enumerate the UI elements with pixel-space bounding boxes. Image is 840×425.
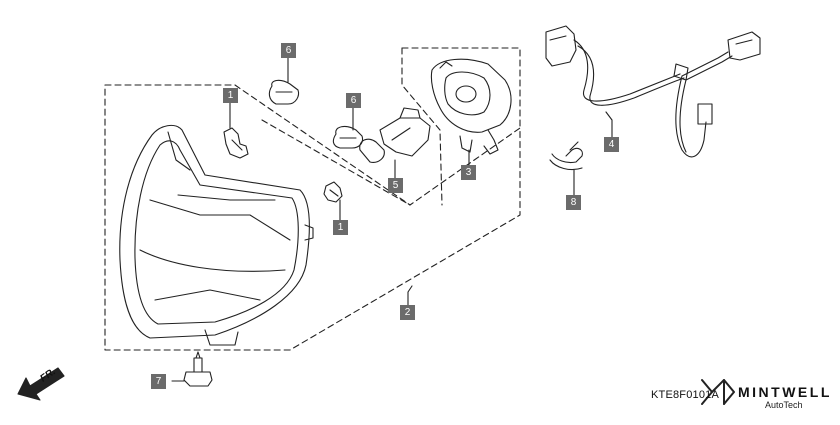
callout-6-left: 6 — [281, 43, 296, 58]
socket-outline-3b — [401, 47, 443, 206]
callout-6-right: 6 — [346, 93, 361, 108]
socket-outline-3 — [401, 47, 521, 129]
wire-clamp-8 — [549, 141, 583, 171]
catalog-code: KTE8F0101A — [651, 389, 720, 401]
headlight-bulb-5 — [359, 107, 431, 163]
leader-lines — [171, 57, 613, 382]
rubber-cap-6-left — [268, 79, 300, 105]
callout-1-lower: 1 — [333, 220, 348, 235]
callout-8: 8 — [566, 195, 581, 210]
assembly-outline-2 — [104, 84, 521, 351]
callout-5: 5 — [388, 178, 403, 193]
callout-1-top: 1 — [223, 88, 238, 103]
wire-harness-4 — [545, 25, 761, 158]
front-direction-arrow-icon — [17, 367, 65, 401]
headlight-socket-3 — [430, 58, 512, 155]
rubber-cap-6-right — [332, 125, 364, 149]
mintwell-logo-icon — [701, 379, 735, 405]
callout-2: 2 — [400, 305, 415, 320]
position-socket-1-top — [223, 127, 249, 159]
headlight-housing — [119, 124, 314, 346]
position-socket-1-lower — [323, 181, 343, 203]
screw-7 — [183, 351, 213, 387]
brand-subtitle: AutoTech — [765, 400, 803, 410]
callout-3: 3 — [461, 165, 476, 180]
callout-7: 7 — [151, 374, 166, 389]
brand-name: MINTWELL — [738, 384, 832, 400]
bulb-outline-5 — [261, 119, 411, 206]
callout-4: 4 — [604, 137, 619, 152]
